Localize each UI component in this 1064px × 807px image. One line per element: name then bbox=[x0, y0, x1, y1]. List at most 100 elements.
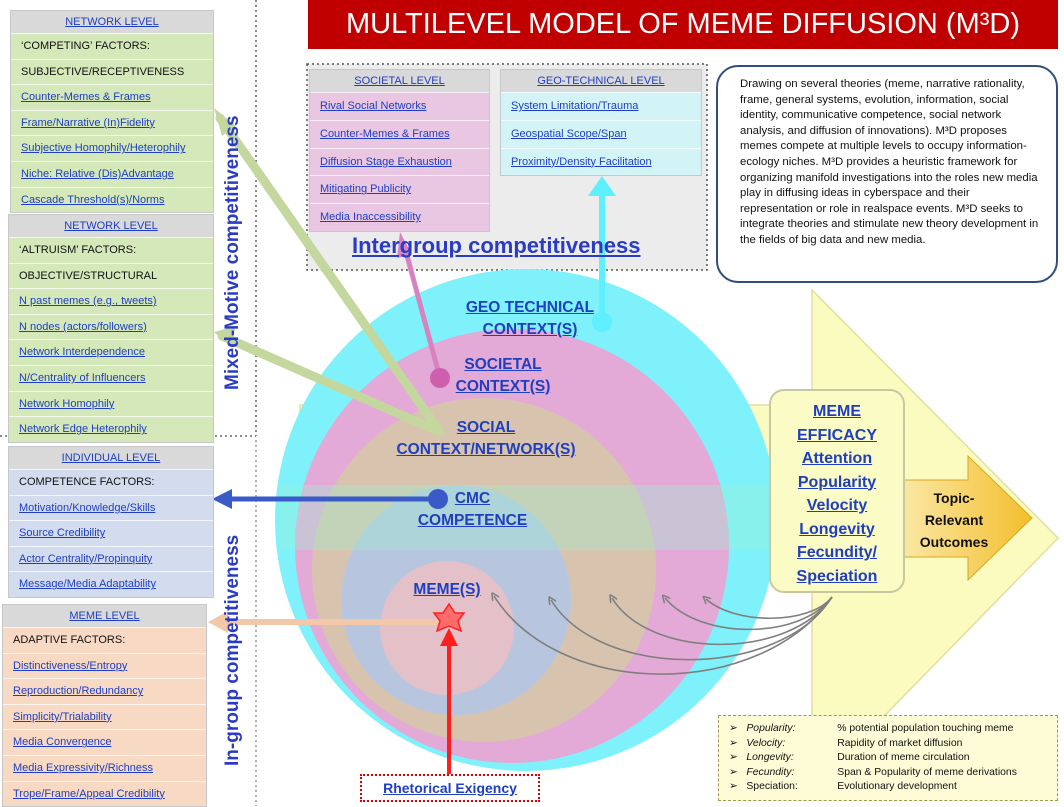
individual-row-2[interactable]: Source Credibility bbox=[9, 520, 213, 546]
competing-connector-head bbox=[214, 108, 236, 136]
competing-row-6[interactable]: Cascade Threshold(s)/Norms bbox=[11, 186, 213, 213]
competing-panel-header[interactable]: NETWORK LEVEL bbox=[11, 11, 213, 33]
competing-factors-panel: NETWORK LEVEL ‘COMPETING’ FACTORS: SUBJE… bbox=[10, 10, 214, 214]
outcomes-label: Topic- Relevant Outcomes bbox=[919, 490, 989, 550]
social-context-label[interactable]: SOCIAL CONTEXT/NETWORK(S) bbox=[396, 419, 576, 458]
meme-burst-icon bbox=[432, 602, 466, 633]
geotech-row-0[interactable]: System Limitation/Trauma bbox=[501, 92, 701, 120]
societal-connector-dot bbox=[430, 368, 450, 388]
geotech-row-1[interactable]: Geospatial Scope/Span bbox=[501, 119, 701, 148]
legend-row: ➢ Speciation: Evolutionary development bbox=[729, 781, 957, 793]
legend-bullet-icon: ➢ bbox=[729, 752, 744, 764]
altruism-factors-panel: NETWORK LEVEL ‘ALTRUISM’ FACTORS: OBJECT… bbox=[8, 214, 214, 443]
societal-row-2[interactable]: Diffusion Stage Exhaustion bbox=[310, 147, 489, 176]
societal-connector bbox=[402, 247, 443, 379]
individual-row-3[interactable]: Actor Centrality/Propinquity bbox=[9, 545, 213, 572]
efficacy-item[interactable]: Speciation bbox=[796, 567, 878, 585]
altruism-row-6[interactable]: Network Homophily bbox=[9, 390, 213, 417]
exigency-arrow-head bbox=[440, 628, 458, 646]
legend-bullet-icon: ➢ bbox=[729, 737, 744, 749]
altruism-row-4[interactable]: Network Interdependence bbox=[9, 339, 213, 365]
societal-context-label[interactable]: SOCIETAL CONTEXT(S) bbox=[455, 356, 551, 395]
legend-bullet-icon: ➢ bbox=[729, 723, 744, 734]
individual-row-0: COMPETENCE FACTORS: bbox=[9, 469, 213, 495]
efficacy-item[interactable]: Attention bbox=[801, 450, 873, 467]
altruism-row-0: ‘ALTRUISM’ FACTORS: bbox=[9, 237, 213, 263]
legend-bullet-icon: ➢ bbox=[729, 766, 744, 778]
efficacy-item[interactable]: MEME bbox=[813, 403, 861, 420]
societal-row-1[interactable]: Counter-Memes & Frames bbox=[310, 119, 489, 148]
societal-level-panel: SOCIETAL LEVEL Rival Social Networks Cou… bbox=[309, 69, 490, 232]
individual-row-4[interactable]: Message/Media Adaptability bbox=[9, 571, 213, 597]
individual-connector-dot bbox=[428, 489, 448, 509]
competing-row-3[interactable]: Frame/Narrative (In)Fidelity bbox=[11, 109, 213, 136]
description-box: Drawing on several theories (meme, narra… bbox=[716, 65, 1058, 283]
diffusion-band bbox=[280, 485, 775, 550]
meme-connector-head bbox=[208, 611, 228, 633]
societal-panel-header[interactable]: SOCIETAL LEVEL bbox=[310, 70, 489, 92]
geotech-connector-head bbox=[588, 176, 616, 196]
legend-row: ➢ Fecundity: Span & Popularity of meme d… bbox=[729, 766, 1017, 778]
description-text: Drawing on several theories (meme, narra… bbox=[740, 78, 1039, 246]
competing-row-1: SUBJECTIVE/RECEPTIVENESS bbox=[11, 58, 213, 85]
competing-row-5[interactable]: Niche: Relative (Dis)Advantage bbox=[11, 160, 213, 187]
meme-circle bbox=[380, 561, 514, 695]
legend-row: ➢ Longevity: Duration of meme circulatio… bbox=[729, 752, 970, 764]
legend-row: ➢ Popularity: % potential population tou… bbox=[729, 723, 1014, 734]
societal-row-3[interactable]: Mitigating Publicity bbox=[310, 175, 489, 204]
meme-row-1[interactable]: Distinctiveness/Entropy bbox=[3, 652, 206, 679]
meme-row-2[interactable]: Reproduction/Redundancy bbox=[3, 678, 206, 704]
efficacy-item[interactable]: Fecundity/ bbox=[796, 544, 877, 561]
meme-level-panel: MEME LEVEL ADAPTIVE FACTORS: Distinctive… bbox=[2, 604, 207, 807]
efficacy-item[interactable]: Velocity bbox=[806, 497, 868, 514]
altruism-connector bbox=[217, 331, 445, 437]
meme-row-4[interactable]: Media Convergence bbox=[3, 729, 206, 755]
altruism-row-3[interactable]: N nodes (actors/followers) bbox=[9, 313, 213, 340]
geotech-level-panel: GEO-TECHNICAL LEVEL System Limitation/Tr… bbox=[500, 69, 702, 177]
geotech-panel-header[interactable]: GEO-TECHNICAL LEVEL bbox=[501, 70, 701, 92]
efficacy-item[interactable]: Longevity bbox=[799, 520, 875, 538]
individual-row-1[interactable]: Motivation/Knowledge/Skills bbox=[9, 494, 213, 521]
efficacy-item[interactable]: EFFICACY bbox=[797, 426, 877, 444]
mixed-motive-label: Mixed-Motive competitiveness bbox=[222, 115, 243, 390]
cmc-competence-label[interactable]: CMC COMPETENCE bbox=[417, 490, 528, 529]
altruism-row-2[interactable]: N past memes (e.g., tweets) bbox=[9, 288, 213, 314]
legend-row: ➢ Velocity: Rapidity of market diffusion bbox=[729, 737, 963, 749]
geo-context-label[interactable]: GEO TECHNICAL CONTEXT(S) bbox=[465, 299, 595, 338]
competing-row-2[interactable]: Counter-Memes & Frames bbox=[11, 84, 213, 110]
meme-row-0: ADAPTIVE FACTORS: bbox=[3, 627, 206, 653]
meme-row-3[interactable]: Simplicity/Trialability bbox=[3, 703, 206, 730]
diagram-title: MULTILEVEL MODEL OF MEME DIFFUSION (M³D) bbox=[345, 8, 1020, 40]
efficacy-legend: ➢ Popularity: % potential population tou… bbox=[718, 715, 1058, 801]
geotech-row-2[interactable]: Proximity/Density Facilitation bbox=[501, 147, 701, 176]
altruism-connector-head bbox=[214, 326, 236, 346]
individual-connector-head bbox=[212, 489, 232, 509]
meme-panel-header[interactable]: MEME LEVEL bbox=[3, 605, 206, 627]
societal-connector-head bbox=[397, 232, 412, 258]
meme-row-5[interactable]: Media Expressivity/Richness bbox=[3, 754, 206, 781]
societal-row-4[interactable]: Media Inaccessibility bbox=[310, 203, 489, 231]
societal-row-0[interactable]: Rival Social Networks bbox=[310, 92, 489, 120]
efficacy-box bbox=[769, 389, 905, 593]
meme-row-6[interactable]: Trope/Frame/Appeal Credibility bbox=[3, 780, 206, 807]
meme-efficacy-list: MEME EFFICACY Attention Popularity Veloc… bbox=[772, 400, 902, 588]
altruism-row-5[interactable]: N/Centrality of Influencers bbox=[9, 364, 213, 391]
competing-row-4[interactable]: Subjective Homophily/Heterophily bbox=[11, 135, 213, 161]
title-banner bbox=[308, 0, 1058, 49]
altruism-panel-header[interactable]: NETWORK LEVEL bbox=[9, 215, 213, 237]
efficacy-item[interactable]: Popularity bbox=[797, 473, 877, 491]
intergroup-label: Intergroup competitiveness bbox=[352, 233, 641, 258]
in-group-label: In-group competitiveness bbox=[222, 534, 243, 766]
individual-panel-header[interactable]: INDIVIDUAL LEVEL bbox=[9, 447, 213, 469]
rhetorical-exigency-box[interactable]: Rhetorical Exigency bbox=[360, 774, 540, 802]
meme-context-label[interactable]: MEME(S) bbox=[413, 581, 481, 598]
outcomes-arrow bbox=[897, 454, 1033, 582]
feedback-arcs bbox=[494, 596, 833, 675]
competing-row-0: ‘COMPETING’ FACTORS: bbox=[11, 33, 213, 59]
rhetorical-exigency-label: Rhetorical Exigency bbox=[383, 780, 517, 796]
altruism-row-7[interactable]: Network Edge Heterophily bbox=[9, 416, 213, 442]
legend-bullet-icon: ➢ bbox=[729, 781, 744, 793]
geotech-connector-dot bbox=[592, 312, 612, 332]
individual-level-panel: INDIVIDUAL LEVEL COMPETENCE FACTORS: Mot… bbox=[8, 446, 214, 598]
